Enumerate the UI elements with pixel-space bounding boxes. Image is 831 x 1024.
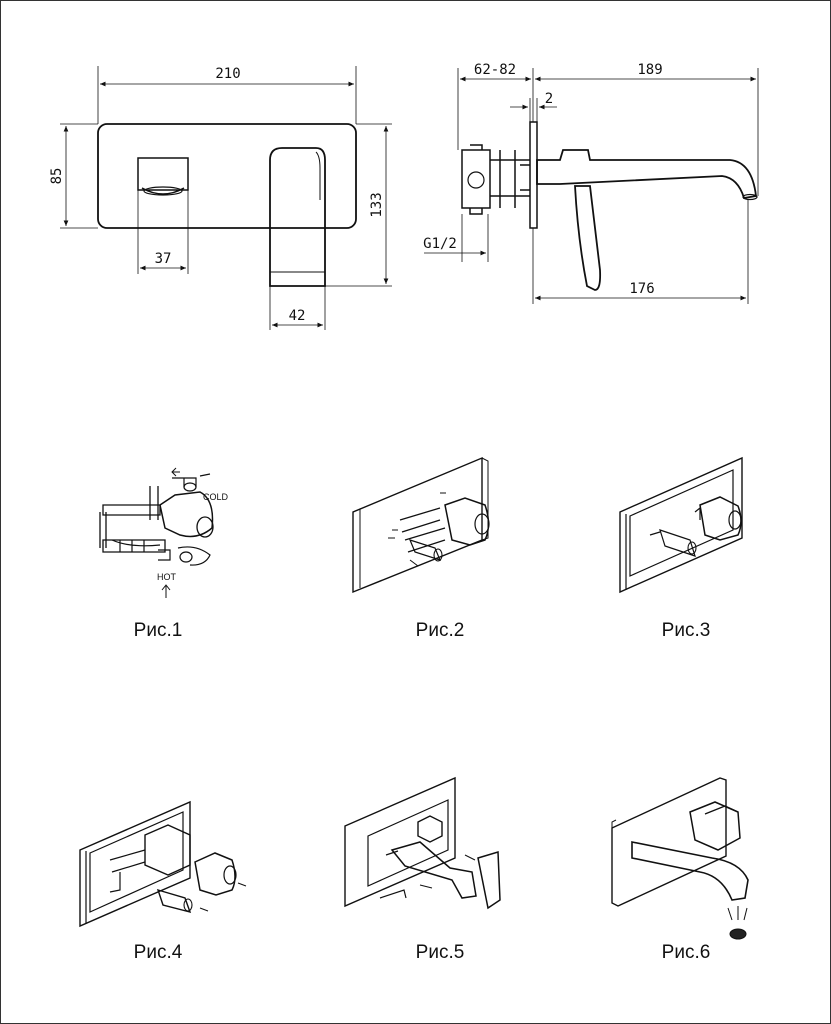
fig3-illustration bbox=[619, 456, 743, 594]
fig2-illustration bbox=[352, 456, 490, 594]
fig1-illustration bbox=[99, 467, 214, 598]
dim-width-label: 210 bbox=[215, 66, 240, 82]
fig6-caption: Рис.6 bbox=[661, 942, 711, 963]
fig1-caption: Рис.1 bbox=[133, 620, 183, 641]
side-handle bbox=[574, 185, 602, 291]
dim-wall-range-label: 62-82 bbox=[474, 62, 516, 78]
fig2-caption: Рис.2 bbox=[415, 620, 465, 641]
dim-plate-label: 2 bbox=[545, 91, 553, 107]
side-spout bbox=[536, 149, 757, 200]
label-cold: COLD bbox=[203, 492, 229, 502]
label-hot: HOT bbox=[157, 572, 177, 582]
fig3-caption: Рис.3 bbox=[661, 620, 711, 641]
fig4-illustration bbox=[79, 800, 247, 928]
fig6-illustration bbox=[611, 777, 749, 940]
dim-total-length-label: 189 bbox=[637, 62, 662, 78]
front-view: 210 85 133 37 42 bbox=[49, 66, 392, 330]
fig4-caption: Рис.4 bbox=[133, 942, 183, 963]
fig5-caption: Рис.5 bbox=[415, 942, 465, 963]
side-view: 62-82 189 2 G1/2 176 bbox=[423, 62, 759, 304]
side-wall-plate bbox=[529, 121, 538, 229]
dim-height-label: 85 bbox=[49, 168, 65, 185]
dim-thread-label: G1/2 bbox=[423, 236, 457, 252]
side-concealed-body bbox=[461, 144, 530, 215]
dim-total-height-label: 133 bbox=[369, 192, 385, 217]
dim-spout-width-label: 42 bbox=[289, 308, 306, 324]
front-handle bbox=[269, 147, 326, 287]
dim-spout-length-label: 176 bbox=[629, 281, 654, 297]
front-wall-plate bbox=[97, 123, 357, 229]
dim-outlet-label: 37 bbox=[155, 251, 172, 267]
front-outlet bbox=[137, 157, 189, 195]
fig5-illustration bbox=[344, 776, 501, 910]
